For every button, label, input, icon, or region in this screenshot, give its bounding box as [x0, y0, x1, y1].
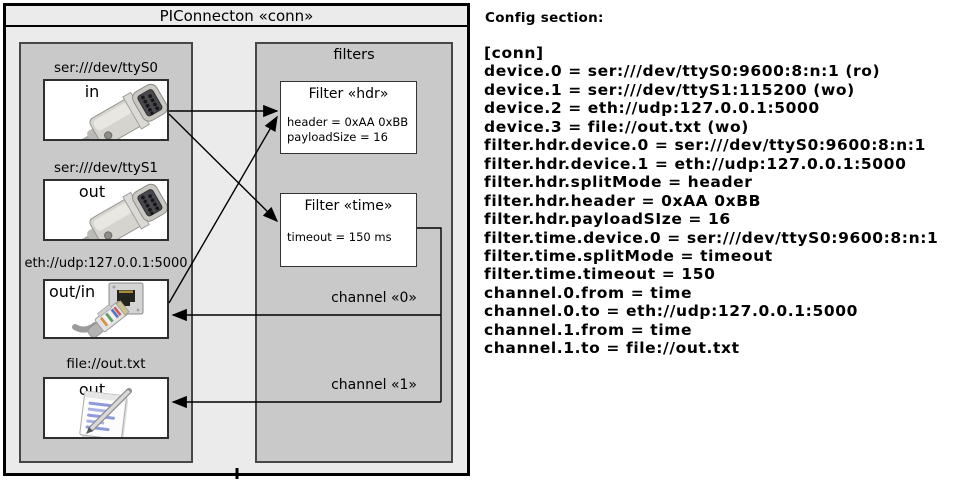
channel-1-label: channel «1»	[331, 377, 417, 393]
device-box-ttyS0: in	[43, 79, 169, 141]
filter-title: Filter «time»	[304, 198, 393, 214]
config-line: filter.hdr.device.1 = eth://udp:127.0.0.…	[484, 154, 907, 173]
config-heading: Config section:	[485, 10, 604, 26]
device-uri-label: ser:///dev/ttyS1	[54, 160, 158, 176]
config-line: device.3 = file://out.txt (wo)	[484, 117, 749, 136]
device-direction-label: in	[84, 82, 100, 101]
config-line: channel.1.to = file://out.txt	[484, 339, 740, 358]
device-uri-label: eth://udp:127.0.0.1:5000	[24, 256, 188, 271]
filter-title: Filter «hdr»	[308, 86, 389, 102]
filter-attribute: payloadSize = 16	[287, 129, 388, 144]
config-line: filter.hdr.header = 0xAA 0xBB	[484, 191, 762, 210]
device-direction-label: out/in	[49, 282, 96, 301]
config-line: filter.time.splitMode = timeout	[484, 246, 773, 265]
config-line: filter.time.timeout = 150	[484, 265, 716, 284]
channel-0-label: channel «0»	[331, 290, 417, 306]
device-direction-label: out	[78, 182, 106, 201]
device-uri-label: ser:///dev/ttyS0	[54, 60, 158, 76]
device-box-eth: out/in	[43, 279, 169, 339]
device-box-file: out	[43, 377, 169, 439]
serial-connector-icon	[63, 183, 167, 239]
filter-attribute: timeout = 150 ms	[287, 230, 392, 244]
device-uri-label: file://out.txt	[66, 356, 146, 372]
filter-box-hdr: Filter «hdr» header = 0xAA 0xBB payloadS…	[280, 81, 417, 154]
filter-attribute: header = 0xAA 0xBB	[287, 115, 409, 129]
devices-panel: ser:///dev/ttyS0 in	[19, 42, 193, 463]
filters-panel: filters Filter «hdr» header = 0xAA 0xBB …	[255, 42, 453, 463]
config-line: filter.hdr.splitMode = header	[484, 173, 753, 192]
connection-component-box: PIConnecton «conn» ser:///dev/ttyS0 in	[3, 3, 470, 476]
config-line: device.2 = eth://udp:127.0.0.1:5000	[484, 99, 820, 118]
config-line: device.1 = ser:///dev/ttyS1:115200 (wo)	[484, 80, 855, 99]
ethernet-connector-icon	[72, 282, 144, 337]
filter-box-time: Filter «time» timeout = 150 ms	[280, 193, 417, 267]
serial-connector-icon	[63, 83, 167, 139]
device-box-ttyS1: out	[43, 179, 169, 241]
component-title: PIConnecton «conn»	[6, 6, 467, 27]
config-line: channel.0.from = time	[484, 283, 693, 302]
config-line: channel.1.from = time	[484, 320, 693, 339]
config-line: channel.0.to = eth://udp:127.0.0.1:5000	[484, 302, 858, 321]
config-line: [conn]	[484, 44, 544, 62]
filters-panel-title: filters	[333, 47, 375, 63]
config-line: filter.time.device.0 = ser:///dev/ttyS0:…	[484, 228, 939, 247]
config-line: filter.hdr.device.0 = ser:///dev/ttyS0:9…	[484, 136, 926, 155]
notepad-pen-icon	[79, 388, 132, 437]
config-line: filter.hdr.payloadSIze = 16	[484, 210, 731, 229]
config-body: [conn] device.0 = ser:///dev/ttyS0:9600:…	[484, 44, 964, 358]
config-line: device.0 = ser:///dev/ttyS0:9600:8:n:1 (…	[484, 62, 881, 81]
